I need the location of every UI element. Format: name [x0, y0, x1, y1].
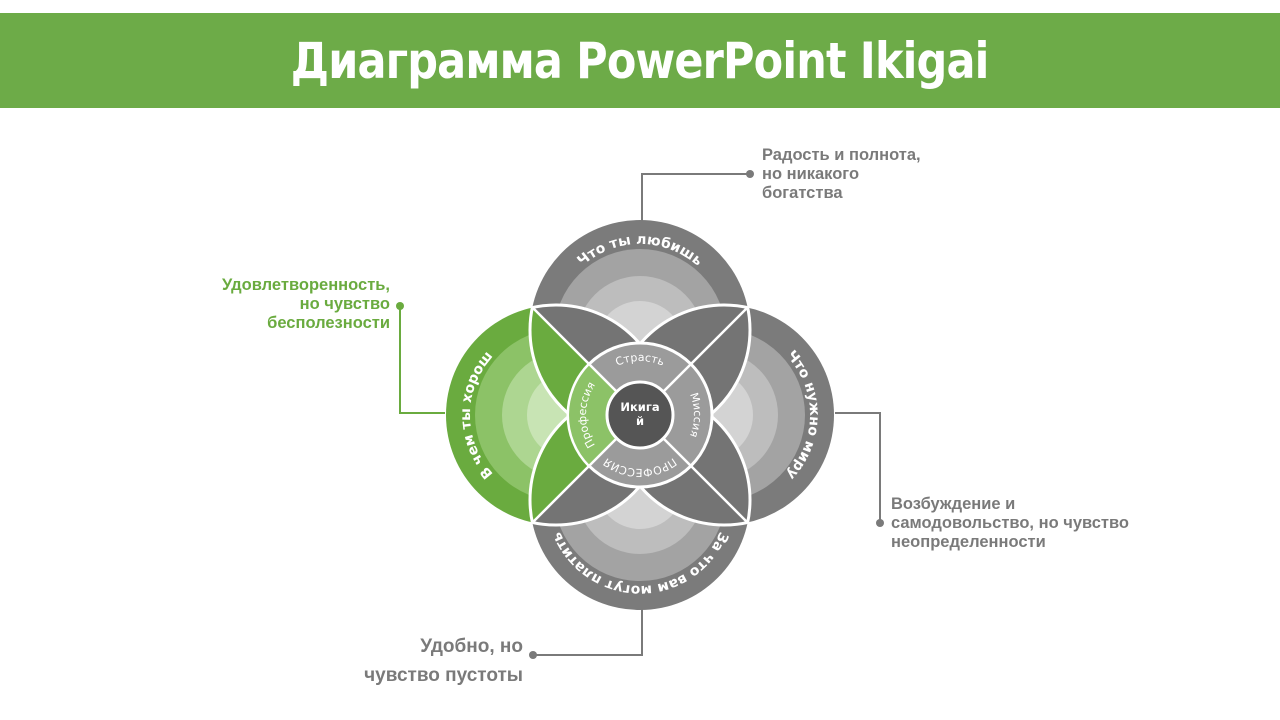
slide-title: Диаграмма PowerPoint Ikigai	[291, 31, 990, 90]
callout-line: богатства	[762, 184, 843, 202]
callout-top: Радость и полнота, но никакого богатства	[762, 146, 921, 203]
title-bar: Диаграмма PowerPoint Ikigai	[0, 13, 1280, 108]
inner-label-passion: Страсть	[614, 351, 667, 369]
connector-right	[835, 412, 881, 523]
callout-line: Радость и полнота,	[762, 146, 921, 164]
callout-line: неопределенности	[891, 533, 1046, 551]
callout-line: чувство пустоты	[364, 665, 523, 686]
callout-right: Возбуждение и самодовольство, но чувство…	[891, 495, 1129, 552]
callout-bottom: Удобно, но чувство пустоты	[364, 632, 523, 690]
connector-dot	[876, 519, 884, 527]
callout-line: самодовольство, но чувство	[891, 514, 1129, 532]
center-ikigai: Икига й	[605, 380, 675, 450]
connector-top	[641, 173, 750, 222]
inner-label-mission: Миссия	[687, 391, 704, 439]
callout-line: но чувство	[299, 295, 390, 313]
connector-left	[399, 306, 445, 414]
callout-left: Удовлетворенность, но чувство бесполезно…	[222, 276, 390, 333]
connector-dot	[396, 302, 404, 310]
callout-line: Удовлетворенность,	[221, 276, 390, 294]
callout-line: Возбуждение и	[891, 495, 1016, 513]
connector-bottom	[533, 607, 643, 656]
callout-line: Удобно, но	[420, 636, 523, 657]
center-label-line1: Икига	[620, 400, 659, 414]
callout-line: бесполезности	[267, 314, 390, 332]
callout-line: но никакого	[762, 165, 860, 183]
center-label-line2: й	[636, 414, 644, 428]
connector-dot	[529, 651, 537, 659]
connector-dot	[746, 170, 754, 178]
